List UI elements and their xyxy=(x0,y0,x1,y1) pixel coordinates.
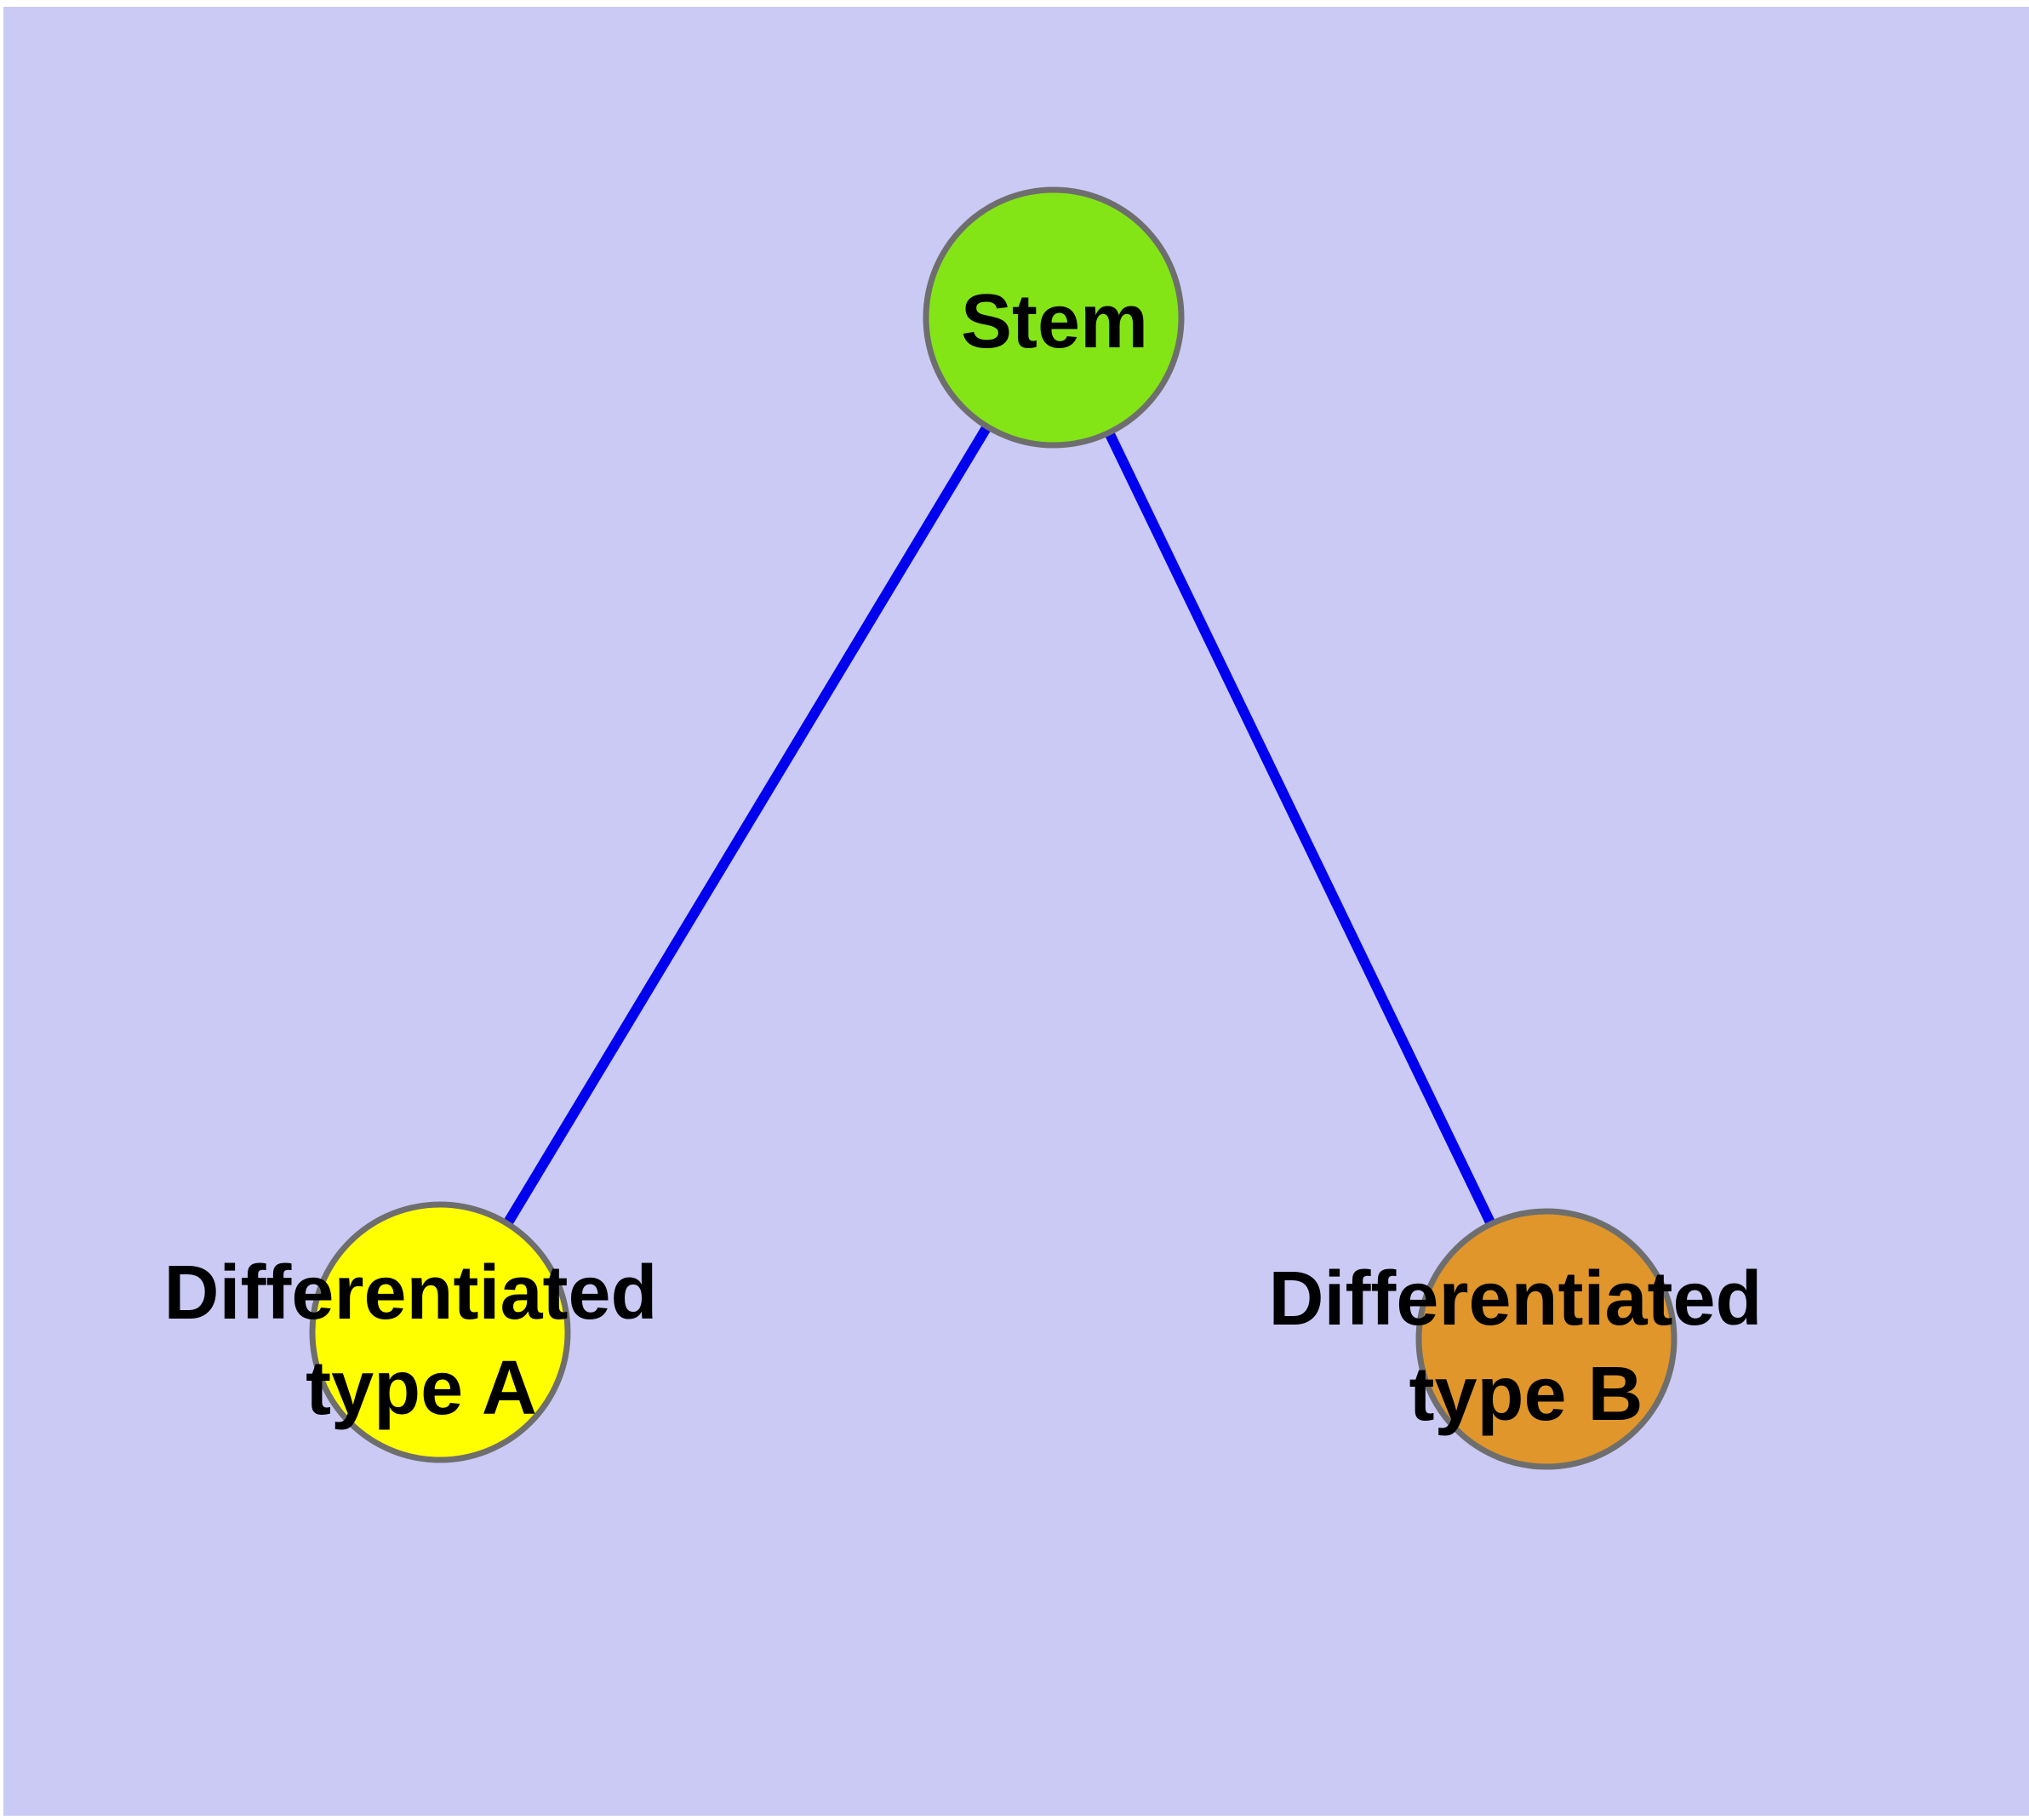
node-type-a-circle xyxy=(309,1201,571,1463)
node-type-b-label-line-2: type B xyxy=(1409,1352,1643,1437)
node-stem-label-line-1: Stem xyxy=(961,279,1148,364)
node-type-b-label-line-1: Differentiated xyxy=(1268,1256,1762,1342)
edge-stem-to-type-b xyxy=(1104,430,1496,1227)
node-type-a-label: Differentiated type A xyxy=(163,1251,678,1431)
node-type-b-label: Differentiated type B xyxy=(1268,1256,1783,1437)
node-type-a-label-line-2: type A xyxy=(306,1346,537,1431)
node-stem-circle xyxy=(923,186,1185,449)
edge-stem-to-type-a xyxy=(503,423,992,1226)
node-type-a-label-line-1: Differentiated xyxy=(163,1251,657,1336)
node-stem-label: Stem xyxy=(961,279,1148,364)
node-type-b-circle xyxy=(1415,1208,1677,1470)
